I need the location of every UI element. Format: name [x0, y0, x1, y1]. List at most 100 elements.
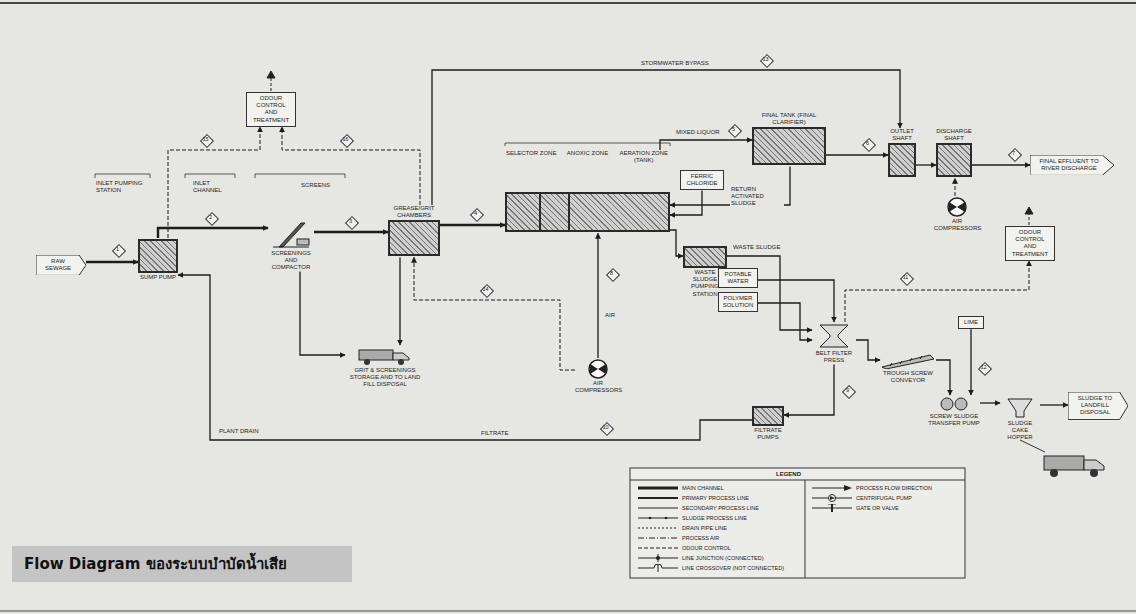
equipment-symbol: [268, 221, 314, 249]
legend-sample: [638, 514, 678, 522]
equipment-symbol: [812, 323, 856, 349]
callout-number: 3: [345, 216, 356, 227]
unit-label-group: ODOUR CONTROL AND TREATMENT: [250, 95, 292, 124]
bracket: [255, 174, 345, 178]
frame-line: [0, 611, 1136, 612]
unit-label-group: POTABLE WATER: [722, 271, 754, 285]
unit-label: GRIT & SCREENINGS STORAGE AND TO LAND FI…: [345, 367, 425, 389]
unit-label-group: SCREW SLUDGE TRANSFER PUMP: [928, 413, 980, 427]
process-unit: SUMP PUMP: [138, 238, 178, 281]
equipment-symbol: [880, 351, 936, 369]
callout-number: 5: [728, 124, 739, 135]
unit-label: ANOXIC ZONE: [561, 150, 613, 164]
callout-number: 4: [470, 208, 481, 219]
process-unit: SELECTOR ZONEANOXIC ZONEAERATION ZONE (T…: [505, 150, 670, 233]
bracket: [505, 143, 670, 146]
legend-sample: [638, 554, 678, 562]
equipment-symbol: [1000, 397, 1040, 419]
legend-sample: [844, 485, 852, 491]
callout-text: 2: [209, 214, 212, 220]
unit-label-group: AIR COMPRESSORS: [934, 218, 980, 232]
flow-line: [936, 360, 950, 395]
unit-label: POLYMER SOLUTION: [722, 295, 754, 309]
equipment-symbol: [928, 396, 980, 412]
callout-text: 15: [202, 136, 208, 142]
callout-text: 12: [980, 364, 986, 370]
unit-label: AIR COMPRESSORS: [575, 380, 621, 394]
flow-line: [784, 364, 834, 415]
equipment-symbol: [900, 361, 902, 364]
legend-sample: [665, 517, 668, 520]
flow-line: [670, 230, 683, 256]
tank-symbol: [138, 239, 178, 273]
legend-sample: [812, 504, 852, 512]
legend-sample: [812, 484, 852, 492]
unit-label: ODOUR CONTROL AND TREATMENT: [1009, 229, 1051, 258]
flow-line: [970, 329, 971, 395]
unit-label: GREASE/GRIT CHAMBERS: [388, 205, 440, 219]
flow-line: [980, 402, 1000, 403]
process-label: AIR: [604, 312, 616, 319]
legend-row: CENTRIFUGAL PUMP: [812, 494, 912, 502]
equipment-symbol: [273, 247, 309, 248]
legend-sample: [638, 508, 678, 509]
unit-label-group: SLUDGE TO LANDFILL DISPOSAL: [1072, 395, 1118, 417]
legend-sample: [830, 496, 835, 500]
unit-label: LIME: [962, 319, 980, 326]
hopper-chute: [1020, 440, 1045, 452]
legend-sample: [638, 517, 678, 518]
unit-label: SUMP PUMP: [138, 274, 178, 281]
equipment-symbol: [948, 198, 966, 216]
truck-wheel: [1090, 469, 1098, 477]
unit-label: FINAL EFFLUENT TO RIVER DISCHARGE: [1034, 158, 1104, 172]
legend-text: CENTRIFUGAL PUMP: [856, 495, 912, 502]
flow-line: [955, 178, 956, 196]
legend-sample: [638, 514, 678, 522]
callout-number: 11: [900, 272, 911, 283]
vent-arrow: [1025, 207, 1033, 214]
callout-text: 8: [610, 270, 613, 276]
legend-row: LINE JUNCTION (CONNECTED): [638, 554, 764, 562]
callout-text: 13: [762, 56, 768, 62]
legend-text: DRAIN PIPE LINE: [682, 525, 727, 532]
unit-label: POTABLE WATER: [722, 271, 754, 285]
flow-line: [916, 164, 936, 165]
legend-sample: [638, 528, 678, 529]
equipment-symbol: [575, 359, 621, 379]
legend-sample: [812, 484, 852, 492]
process-label: STORMWATER BYPASS: [640, 60, 710, 67]
legend-sample: [828, 504, 836, 505]
callout-number: 12: [978, 362, 989, 373]
equipment-symbol: [575, 359, 621, 379]
equipment-symbol: [1000, 397, 1040, 419]
process-unit: RAW SEWAGE: [36, 255, 86, 275]
callout-text: 5: [732, 126, 735, 132]
flow-line: [314, 231, 388, 233]
legend-row: LINE CROSSOVER (NOT CONNECTED): [638, 564, 784, 572]
legend-sample: [638, 497, 678, 499]
tank-wall: [539, 194, 541, 230]
legend-row: ODOUR CONTROL: [638, 544, 731, 552]
flow-line: [972, 164, 1030, 165]
equipment-symbol: [345, 346, 425, 366]
legend-row: SLUDGE PROCESS LINE: [638, 514, 747, 522]
equipment-symbol: [941, 398, 953, 410]
legend-sample: [638, 494, 678, 502]
title-band: Flow Diagram ของระบบบำบัดน้ำเสีย: [12, 546, 352, 582]
legend-sample: [638, 534, 678, 542]
legend-sample: [658, 564, 659, 572]
unit-label-group: DISCHARGE SHAFT: [936, 128, 972, 142]
equipment-symbol: [1008, 399, 1032, 417]
legend-row: PROCESS AIR: [638, 534, 719, 542]
callout-text: 9: [846, 387, 849, 393]
process-label: RETURN ACTIVATED SLUDGE: [730, 186, 784, 208]
callout-number: 13: [760, 54, 771, 65]
legend-rule: [805, 480, 806, 578]
callout-text: 10: [602, 424, 608, 430]
legend-text: LINE JUNCTION (CONNECTED): [682, 555, 764, 562]
process-label: LEGEND: [775, 471, 802, 478]
process-label: INLET PUMPING STATION: [95, 180, 147, 194]
process-unit: SCREENINGS AND COMPACTOR: [268, 220, 314, 272]
unit-label: AERATION ZONE (TANK): [618, 150, 670, 164]
